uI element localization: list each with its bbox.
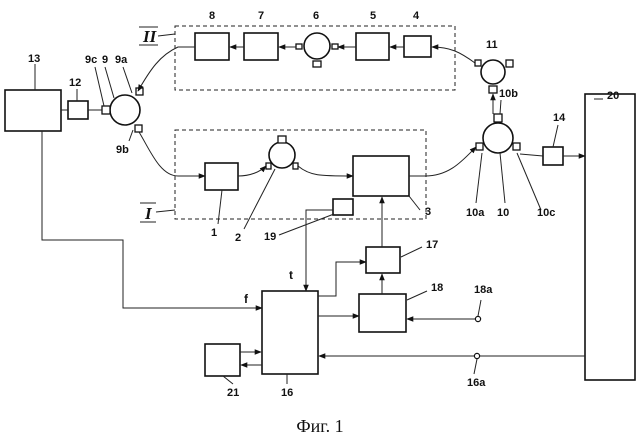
label-8: 8 xyxy=(209,10,215,22)
label-14: 14 xyxy=(553,112,566,124)
label-10b: 10b xyxy=(499,88,518,100)
block-13 xyxy=(5,90,61,131)
block-8 xyxy=(195,33,229,60)
block-20 xyxy=(585,94,635,380)
label-9b: 9b xyxy=(116,144,129,156)
label-16: 16 xyxy=(281,387,293,399)
label-3: 3 xyxy=(425,206,431,218)
block-19 xyxy=(333,199,353,215)
label-20: 20 xyxy=(607,90,619,102)
block-17 xyxy=(366,247,400,273)
coupler-6 xyxy=(296,33,338,67)
coupler-10 xyxy=(476,114,520,153)
label-1: 1 xyxy=(211,227,217,239)
label-11: 11 xyxy=(486,39,498,51)
label-4: 4 xyxy=(413,10,420,22)
label-7: 7 xyxy=(258,10,264,22)
label-18: 18 xyxy=(431,282,443,294)
signal-f: f xyxy=(244,292,249,306)
label-10: 10 xyxy=(497,207,509,219)
block-4 xyxy=(404,36,431,57)
block-21 xyxy=(205,344,240,376)
label-16a: 16a xyxy=(467,377,486,389)
label-6: 6 xyxy=(313,10,319,22)
label-10a: 10a xyxy=(466,207,485,219)
label-13: 13 xyxy=(28,53,40,65)
signal-t: t xyxy=(289,268,293,282)
block-18 xyxy=(359,294,406,332)
label-17: 17 xyxy=(426,239,438,251)
block-14 xyxy=(543,147,563,165)
block-16 xyxy=(262,291,318,374)
figure-caption: Фиг. 1 xyxy=(296,416,343,436)
block-3 xyxy=(353,156,409,196)
block-12 xyxy=(68,101,88,119)
label-12: 12 xyxy=(69,77,81,89)
label-9: 9 xyxy=(102,54,108,66)
block-7 xyxy=(244,33,278,60)
label-10c: 10c xyxy=(537,207,555,219)
block-1 xyxy=(205,163,238,190)
coupler-9 xyxy=(102,88,143,132)
label-9a: 9a xyxy=(115,54,128,66)
label-19: 19 xyxy=(264,231,276,243)
label-21: 21 xyxy=(227,387,239,399)
label-9c: 9c xyxy=(85,54,97,66)
group-1-label: I xyxy=(144,204,153,223)
coupler-2 xyxy=(266,136,298,169)
label-2: 2 xyxy=(235,232,241,244)
group-2-label: II xyxy=(142,27,158,46)
block-5 xyxy=(356,33,389,60)
label-5: 5 xyxy=(370,10,376,22)
label-18a: 18a xyxy=(474,284,493,296)
